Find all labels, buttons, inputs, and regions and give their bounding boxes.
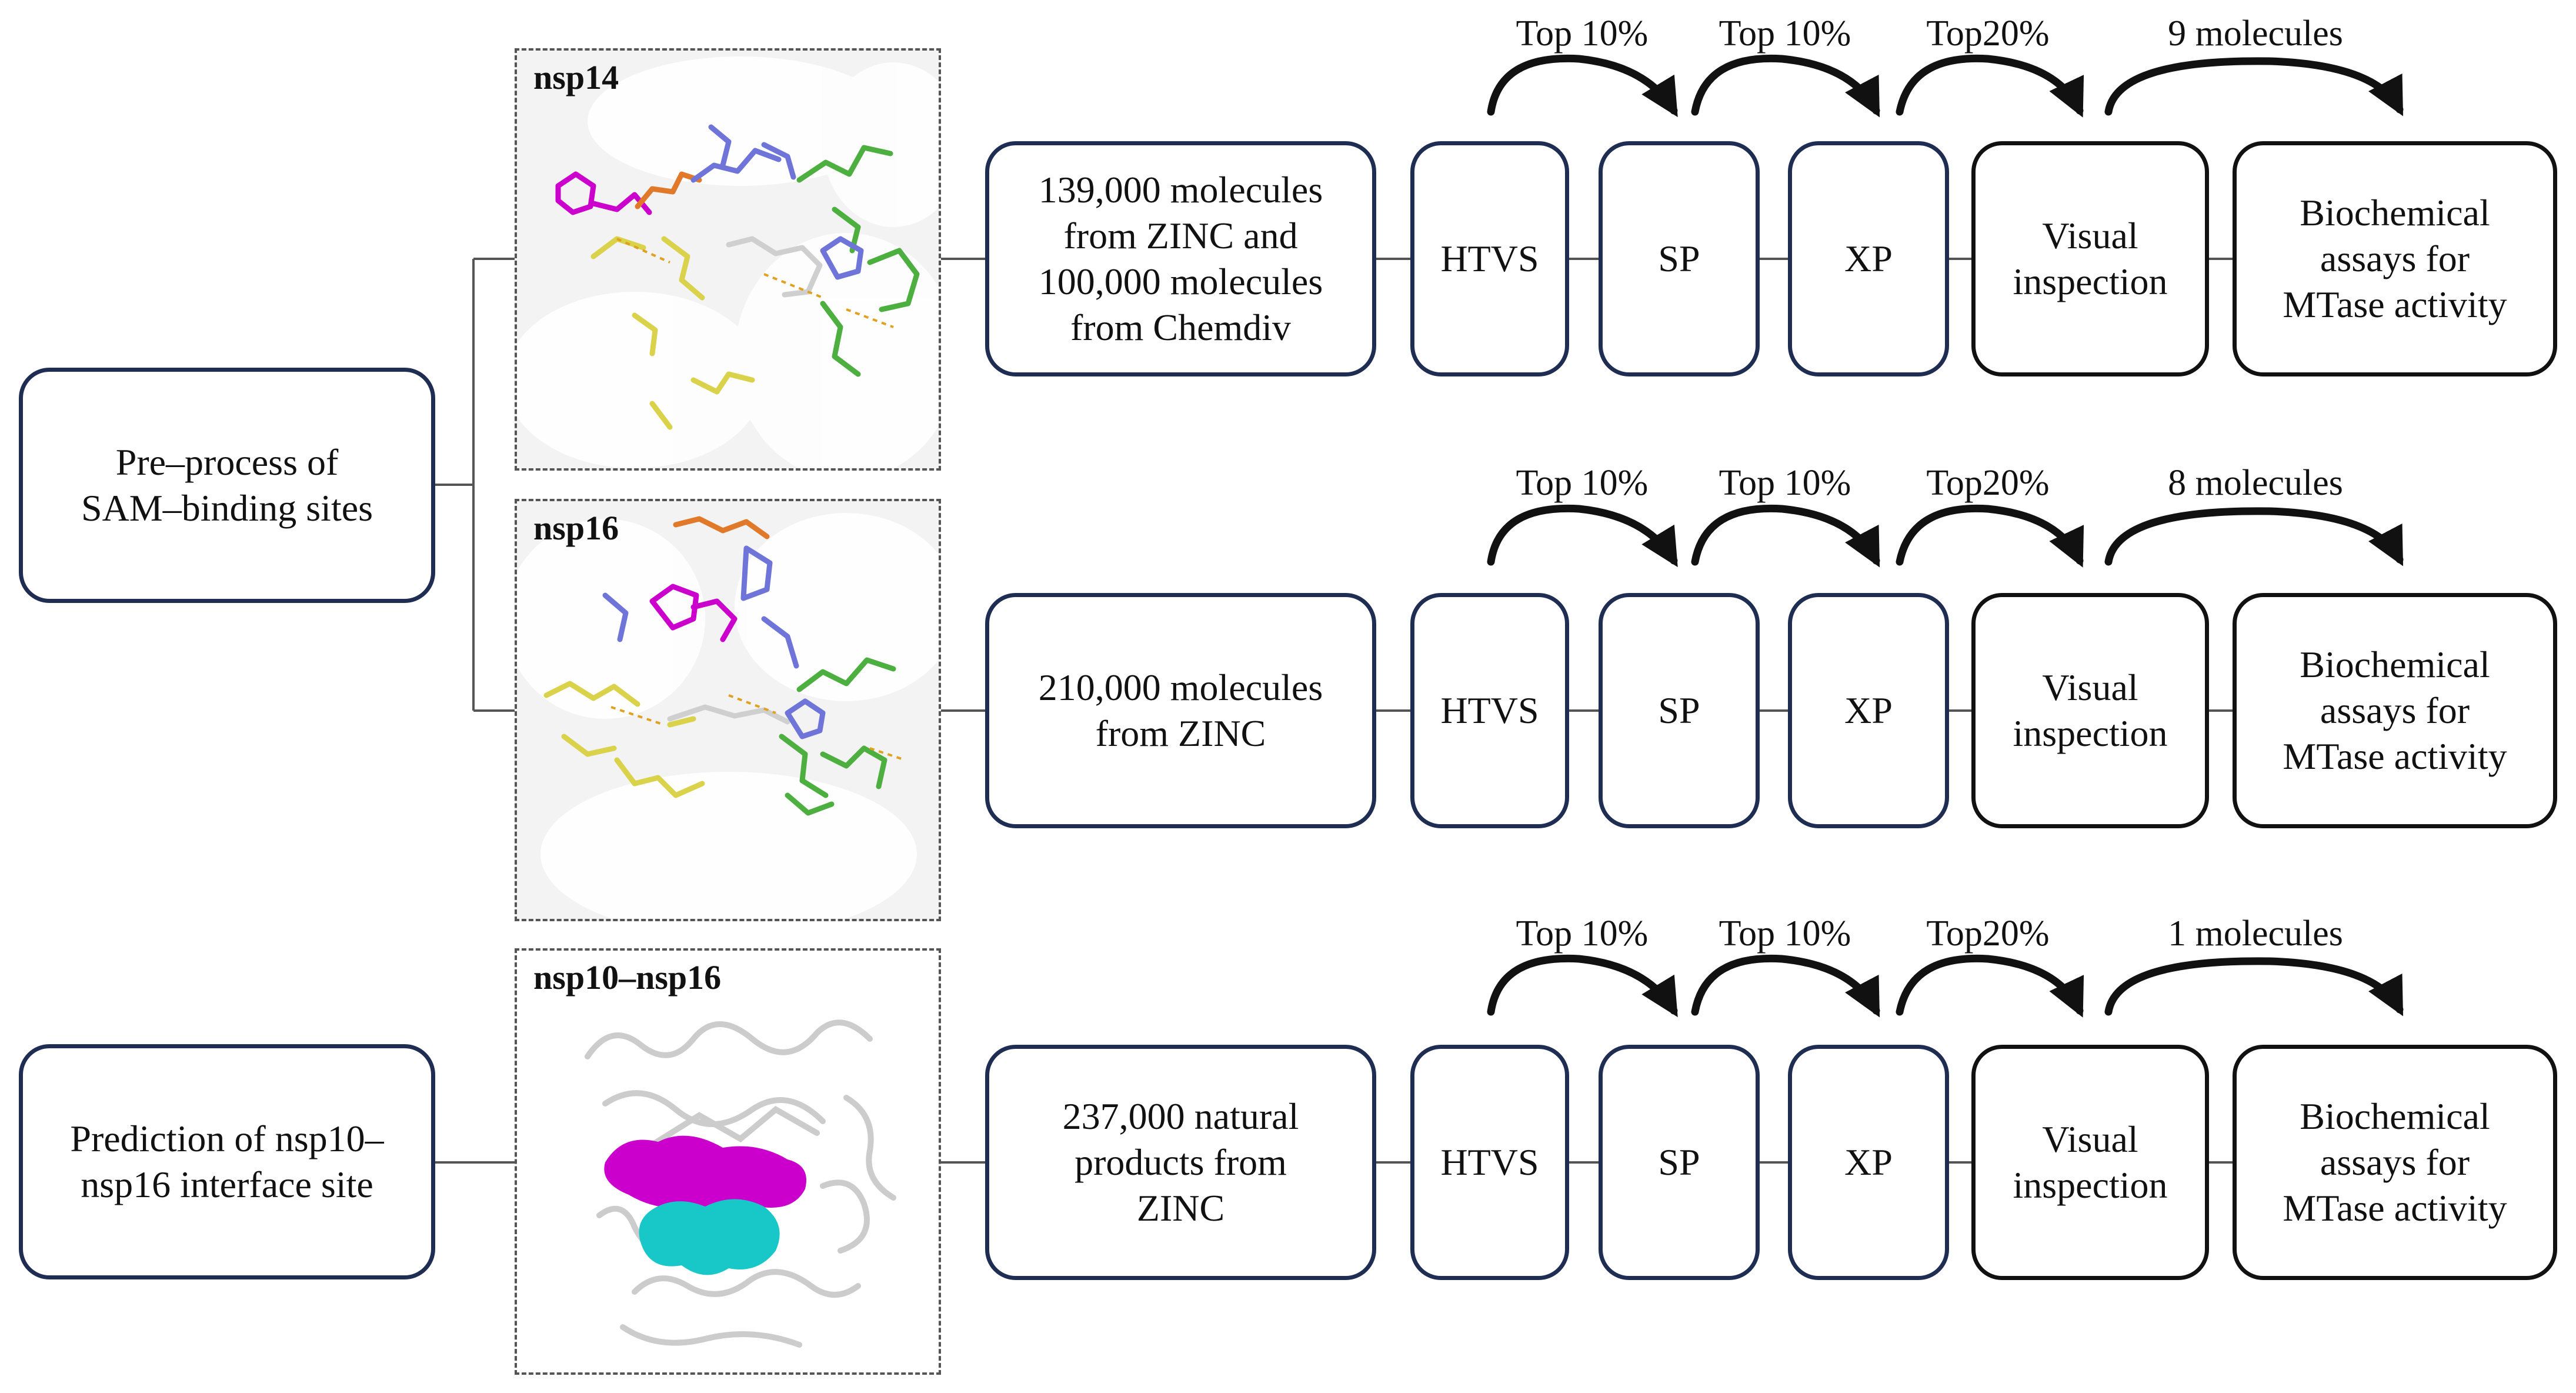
- assay-box: Biochemical assays for MTase activity: [2233, 593, 2557, 828]
- visual-inspection-box: Visual inspection: [1971, 1045, 2209, 1280]
- visual-assay-label: 8 molecules: [2168, 463, 2343, 503]
- nsp16-interface-surface: [604, 1135, 806, 1212]
- htvs-sp-label: Top 10%: [1516, 914, 1649, 954]
- xp-visual-label: Top20%: [1926, 14, 2050, 54]
- visual-assay-label: 9 molecules: [2168, 14, 2343, 54]
- htvs-sp-label: Top 10%: [1516, 463, 1649, 503]
- nsp10-interface-surface: [639, 1199, 780, 1275]
- arrow-sp-xp: [1691, 954, 1880, 1018]
- tree-connector: [435, 258, 515, 712]
- xp-visual-label: Top20%: [1926, 463, 2050, 503]
- nsp16-structure-image: [517, 513, 939, 919]
- arrow-htvs-sp: [1487, 504, 1678, 568]
- visual-inspection-box: Visual inspection: [1971, 593, 2209, 828]
- library-box: 139,000 molecules from ZINC and 100,000 …: [985, 141, 1376, 376]
- sp-box: SP: [1599, 141, 1760, 376]
- arrow-sp-xp: [1691, 504, 1880, 568]
- nsp10-nsp16-structure-image: [585, 1019, 896, 1348]
- library-box: 210,000 molecules from ZINC: [985, 593, 1376, 828]
- library-box: 237,000 natural products from ZINC: [985, 1045, 1376, 1280]
- panel-title: nsp10–nsp16: [533, 958, 722, 997]
- xp-box: XP: [1788, 1045, 1949, 1280]
- sp-xp-label: Top 10%: [1719, 463, 1851, 503]
- visual-assay-label: 1 molecules: [2168, 914, 2343, 954]
- assay-box: Biochemical assays for MTase activity: [2233, 141, 2557, 376]
- arrow-visual-assay: [2104, 57, 2404, 116]
- sam-preprocess-box: Pre–process of SAM–binding sites: [19, 368, 435, 603]
- visual-inspection-box: Visual inspection: [1971, 141, 2209, 376]
- assay-box: Biochemical assays for MTase activity: [2233, 1045, 2557, 1280]
- htvs-box: HTVS: [1410, 593, 1569, 828]
- nsp10-nsp16-structure-panel: nsp10–nsp16: [515, 948, 941, 1375]
- xp-box: XP: [1788, 593, 1949, 828]
- nsp14-structure-panel: nsp14: [515, 48, 941, 471]
- interface-prediction-box: Prediction of nsp10– nsp16 interface sit…: [19, 1044, 435, 1279]
- arrow-htvs-sp: [1487, 954, 1678, 1018]
- sp-box: SP: [1599, 593, 1760, 828]
- sp-xp-label: Top 10%: [1719, 914, 1851, 954]
- htvs-sp-label: Top 10%: [1516, 14, 1649, 54]
- sp-box: SP: [1599, 1045, 1760, 1280]
- xp-visual-label: Top20%: [1926, 914, 2050, 954]
- arrow-visual-assay: [2104, 957, 2404, 1017]
- htvs-box: HTVS: [1410, 141, 1569, 376]
- xp-box: XP: [1788, 141, 1949, 376]
- arrow-htvs-sp: [1487, 54, 1678, 118]
- arrow-sp-xp: [1691, 54, 1880, 118]
- arrow-xp-visual: [1896, 54, 2084, 118]
- arrow-xp-visual: [1896, 504, 2084, 568]
- sp-xp-label: Top 10%: [1719, 14, 1851, 54]
- arrow-visual-assay: [2104, 507, 2404, 566]
- nsp14-structure-image: [517, 56, 939, 468]
- panel-title: nsp14: [533, 58, 619, 96]
- nsp16-structure-panel: nsp16: [515, 499, 941, 921]
- arrow-xp-visual: [1896, 954, 2084, 1018]
- htvs-box: HTVS: [1410, 1045, 1569, 1280]
- panel-title: nsp16: [533, 509, 619, 547]
